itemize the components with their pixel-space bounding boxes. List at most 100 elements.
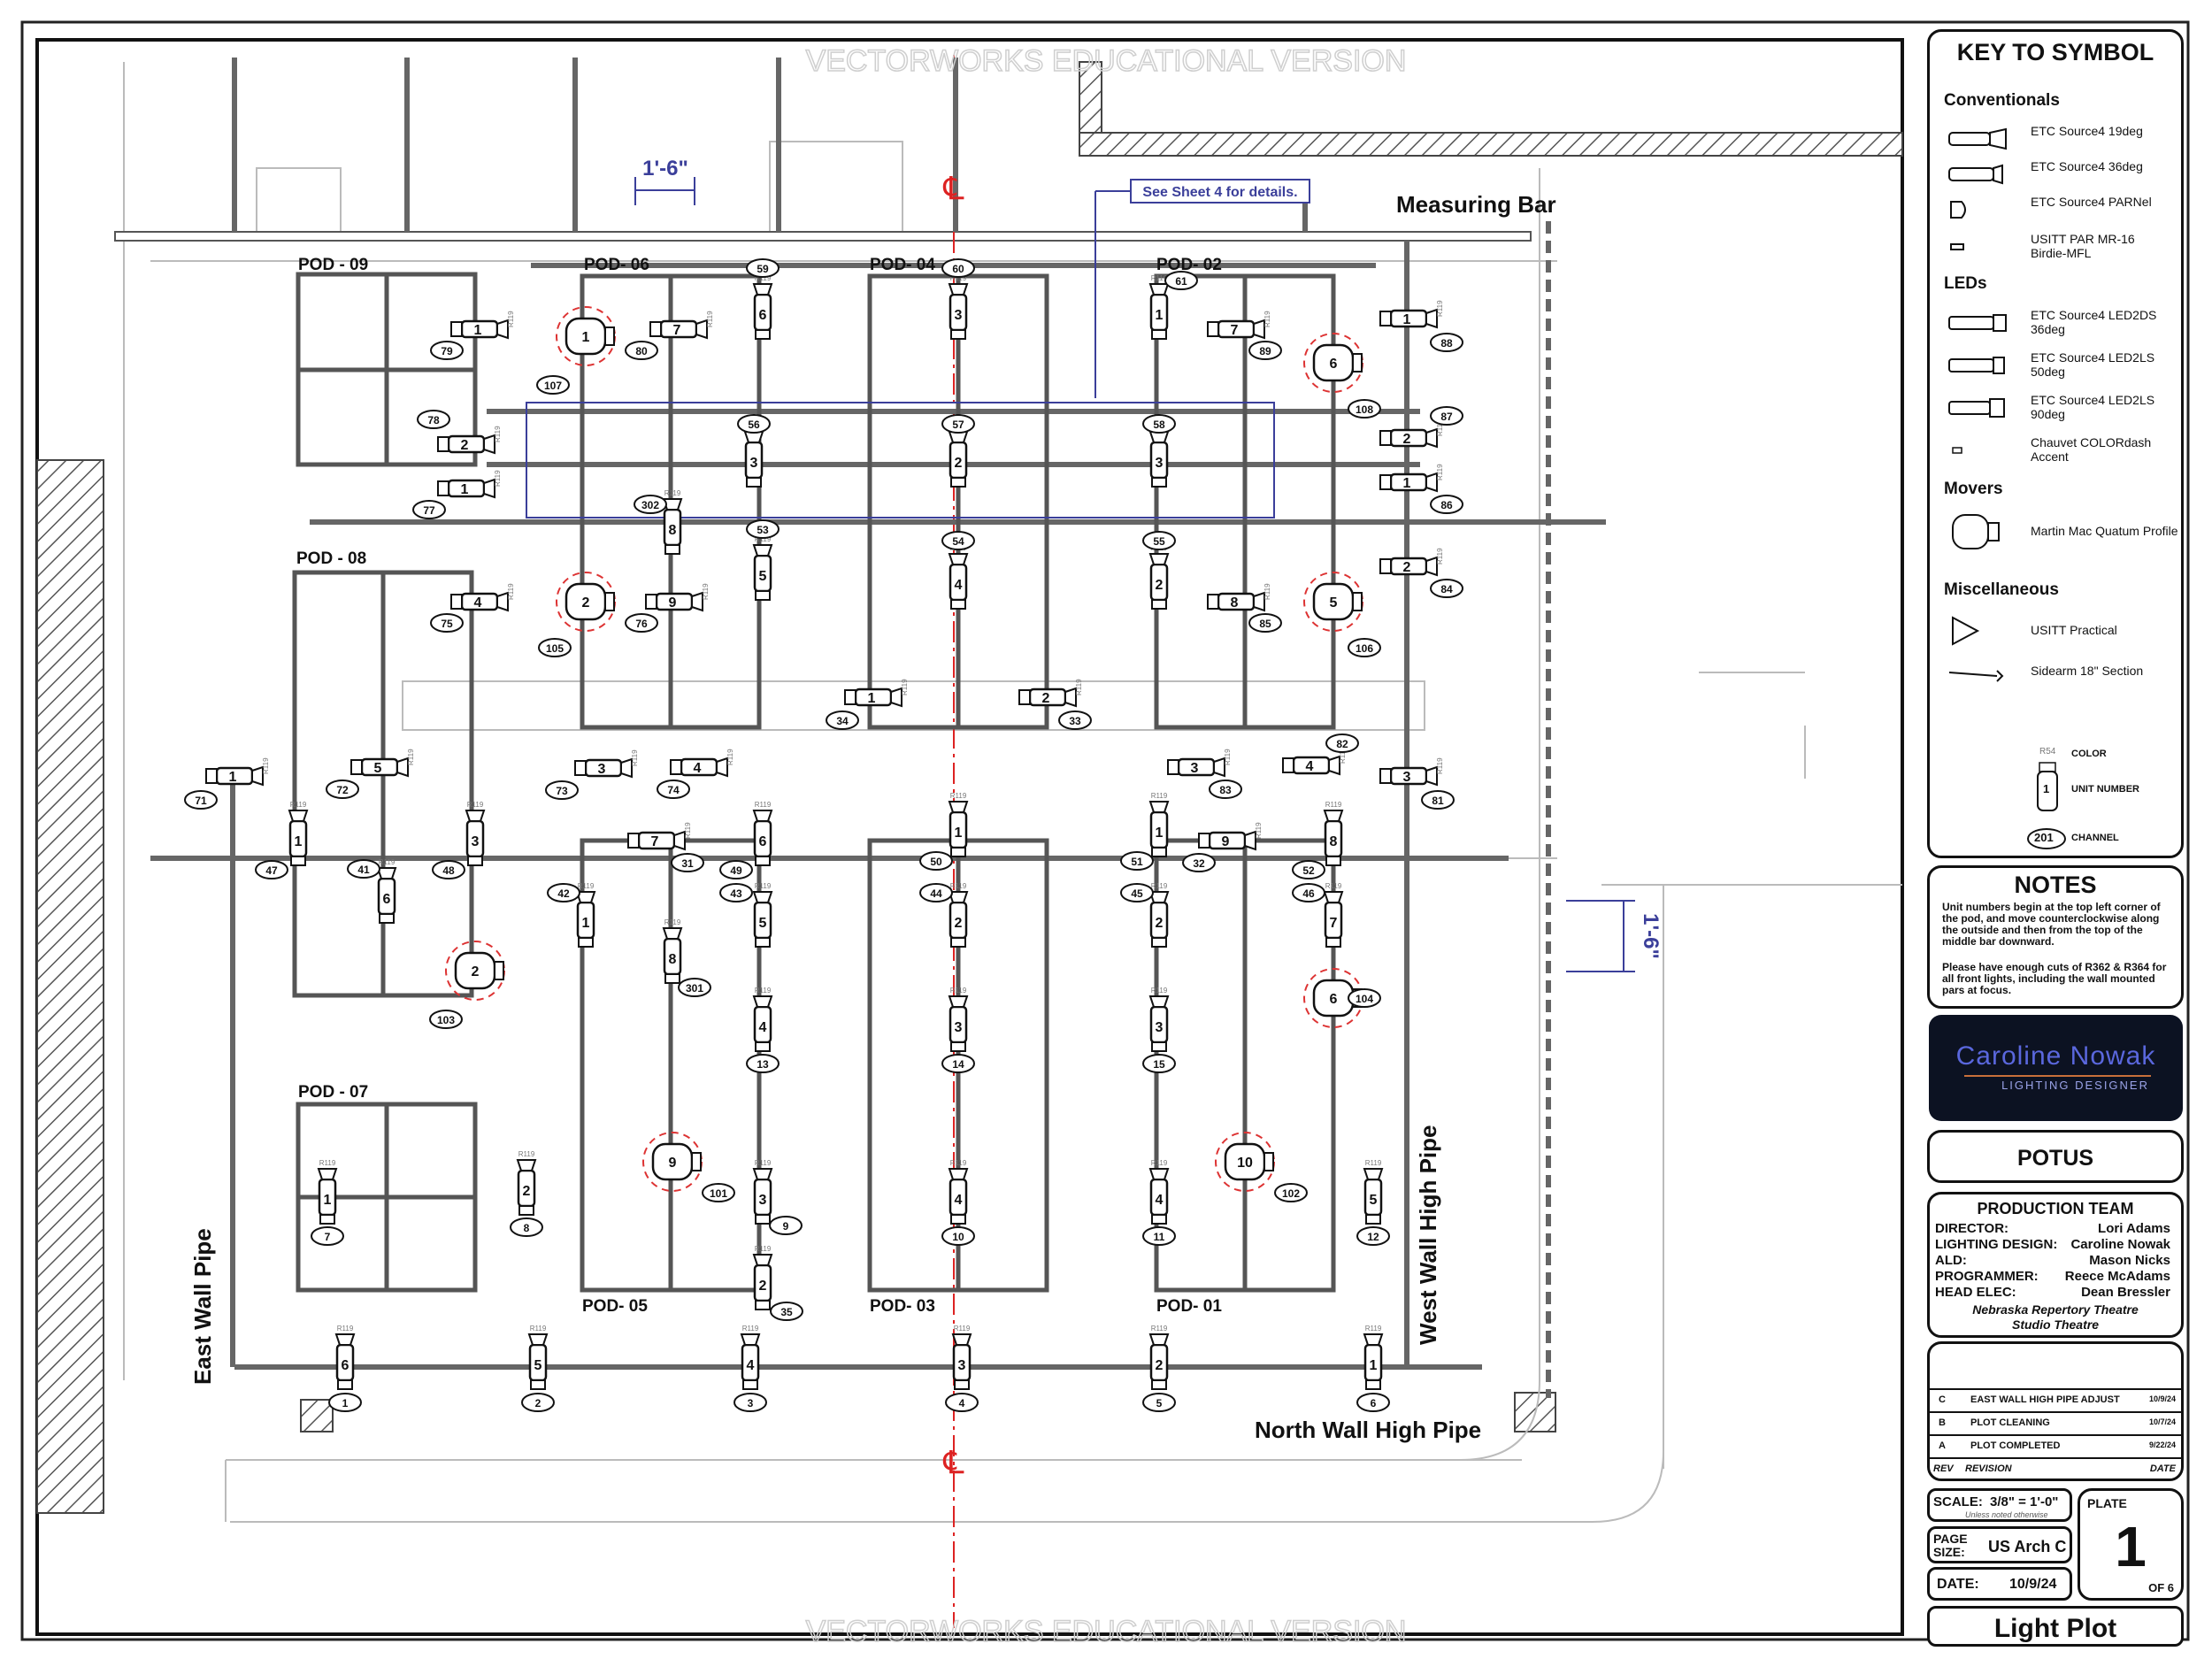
unit-number: 3 [955, 308, 963, 323]
led2ls-50deg-icon [1948, 357, 2005, 374]
channel-oval [432, 860, 465, 879]
mover-yoke [1352, 592, 1363, 611]
color-tag: R119 [1075, 679, 1083, 695]
fixture-lens [950, 1041, 966, 1052]
unit-number: 1 [1156, 826, 1164, 841]
legend-color-value: R54 [2039, 747, 2056, 757]
channel-oval [1120, 851, 1154, 871]
measuring-bar [114, 231, 1532, 242]
unit-number: 1 [582, 916, 590, 931]
color-tag: R119 [518, 1150, 535, 1158]
revision-letter: B [1939, 1417, 1946, 1428]
channel-number: 4 [959, 1397, 965, 1409]
channel-number: 12 [1367, 1231, 1379, 1243]
venue-line-2: Studio Theatre [2011, 1317, 2099, 1332]
fixture-barrel [695, 319, 708, 340]
channel-number: 31 [681, 857, 694, 870]
channel-oval [430, 613, 464, 633]
channel-number: 1 [342, 1397, 349, 1409]
fixture-lens [518, 1205, 534, 1216]
fixture-barrel [496, 319, 509, 340]
color-tag: R119 [950, 792, 967, 800]
channel-oval [1142, 414, 1176, 434]
colordash-accent-icon [1952, 447, 1962, 454]
unit-number: 6 [1330, 357, 1338, 372]
channel-number: 43 [730, 887, 742, 900]
channel-number: 51 [1131, 856, 1143, 868]
team-name: Dean Bressler [2081, 1285, 2170, 1300]
channel-number: 15 [1153, 1058, 1165, 1071]
fixture-barrel [662, 927, 683, 940]
unit-number: 2 [582, 595, 590, 611]
mr16-birdie-icon [1950, 243, 1964, 250]
fixture-lens [1151, 847, 1167, 857]
pod-label: POD- 05 [582, 1297, 648, 1316]
color-tag: R119 [1151, 274, 1168, 282]
channel-oval [1209, 780, 1242, 799]
key-item: Martin Mac Quatum Profile [1942, 514, 2208, 552]
channel-oval [826, 710, 859, 730]
unit-number: 3 [598, 762, 606, 777]
fixture-lens [1325, 856, 1341, 866]
color-tag: R119 [950, 274, 967, 282]
channel-number: 13 [757, 1058, 769, 1071]
channel-oval [1292, 860, 1325, 879]
channel-oval [719, 860, 753, 879]
color-tag: R119 [1436, 419, 1444, 436]
pod-label: POD - 09 [298, 256, 368, 274]
channel-number: 85 [1259, 618, 1271, 630]
fixture-barrel [1425, 765, 1438, 787]
channel-number: 76 [635, 618, 648, 630]
fixtures: R119179R119278R1191771107R119780R119659R… [184, 258, 1463, 1412]
fixture-barrel [951, 1333, 972, 1346]
hatched-column-left [300, 1399, 334, 1432]
team-role: LIGHTING DESIGN: [1935, 1237, 2058, 1252]
notes-panel: NOTES Unit numbers begin at the top left… [1927, 865, 2184, 1009]
legend-channel-label: CHANNEL [2071, 833, 2119, 843]
fixture-lens [319, 1214, 335, 1225]
channel-number: 54 [952, 535, 964, 548]
production-team-title: PRODUCTION TEAM [1977, 1200, 2134, 1217]
unit-number: 4 [747, 1358, 755, 1373]
channel-number: 50 [930, 856, 942, 868]
fixture-lens [755, 329, 771, 340]
channel-oval [1356, 1226, 1390, 1246]
channel-number: 55 [1153, 535, 1165, 548]
revision-date: 10/7/24 [2148, 1417, 2176, 1426]
fixture-lens [950, 329, 966, 340]
revision-desc: EAST WALL HIGH PIPE ADJUST [1970, 1394, 2120, 1405]
color-tag: R119 [1325, 801, 1342, 809]
channel-number: 105 [546, 642, 564, 655]
fixture-lens [1325, 937, 1341, 948]
fixture-lens [530, 1379, 546, 1390]
channel-oval [671, 853, 704, 872]
color-tag: R119 [684, 822, 692, 839]
fixture-lens [755, 856, 771, 866]
unit-number: 5 [759, 916, 767, 931]
channel-oval [1142, 1226, 1176, 1246]
fixture-barrel [890, 687, 902, 708]
color-tag: R119 [950, 882, 967, 890]
unit-number: 1 [461, 482, 469, 497]
channel-oval [919, 883, 953, 902]
channel-number: 5 [1156, 1397, 1163, 1409]
channel-oval [1430, 579, 1463, 598]
color-tag: R119 [578, 882, 595, 890]
fixture-barrel [740, 1333, 761, 1346]
channel-oval [510, 1217, 543, 1237]
fixture-barrel [376, 867, 397, 879]
color-tag: R119 [530, 1325, 547, 1333]
channel-number: 44 [930, 887, 942, 900]
